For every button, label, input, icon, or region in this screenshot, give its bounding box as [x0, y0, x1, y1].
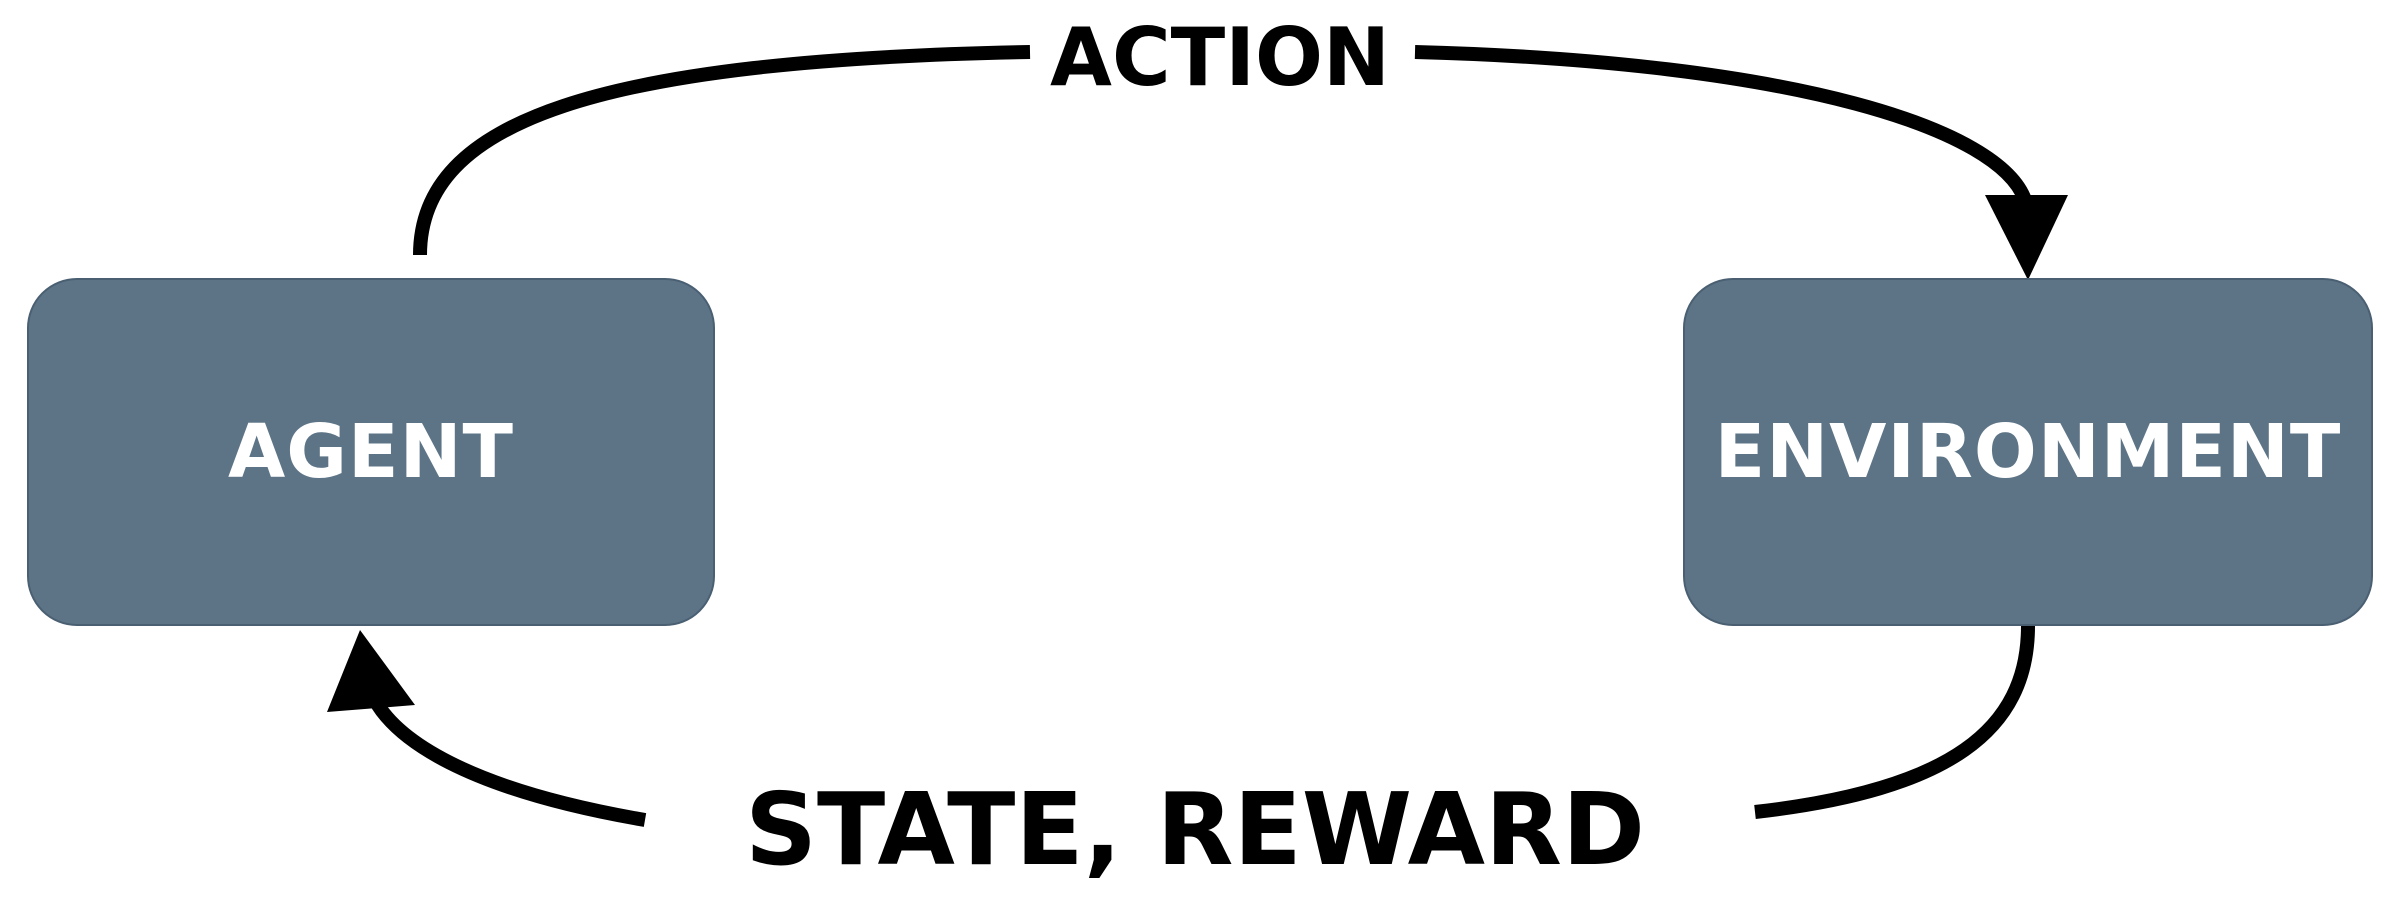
agent-label: AGENT	[228, 409, 514, 495]
action-arrow-line	[413, 45, 1031, 256]
action-arrowhead	[1985, 195, 2068, 280]
agent-node: AGENT	[27, 278, 715, 626]
state-reward-arrowhead	[327, 630, 415, 712]
state-reward-edge-label: STATE, REWARD	[650, 770, 1740, 890]
state-reward-arrow-line-right	[1754, 625, 2035, 819]
action-arrow-line-right	[1414, 45, 2032, 203]
state-reward-arrow-line-left	[363, 687, 647, 827]
environment-label: ENVIRONMENT	[1714, 409, 2342, 495]
environment-node: ENVIRONMENT	[1683, 278, 2373, 626]
action-edge-label: ACTION	[1040, 8, 1400, 108]
